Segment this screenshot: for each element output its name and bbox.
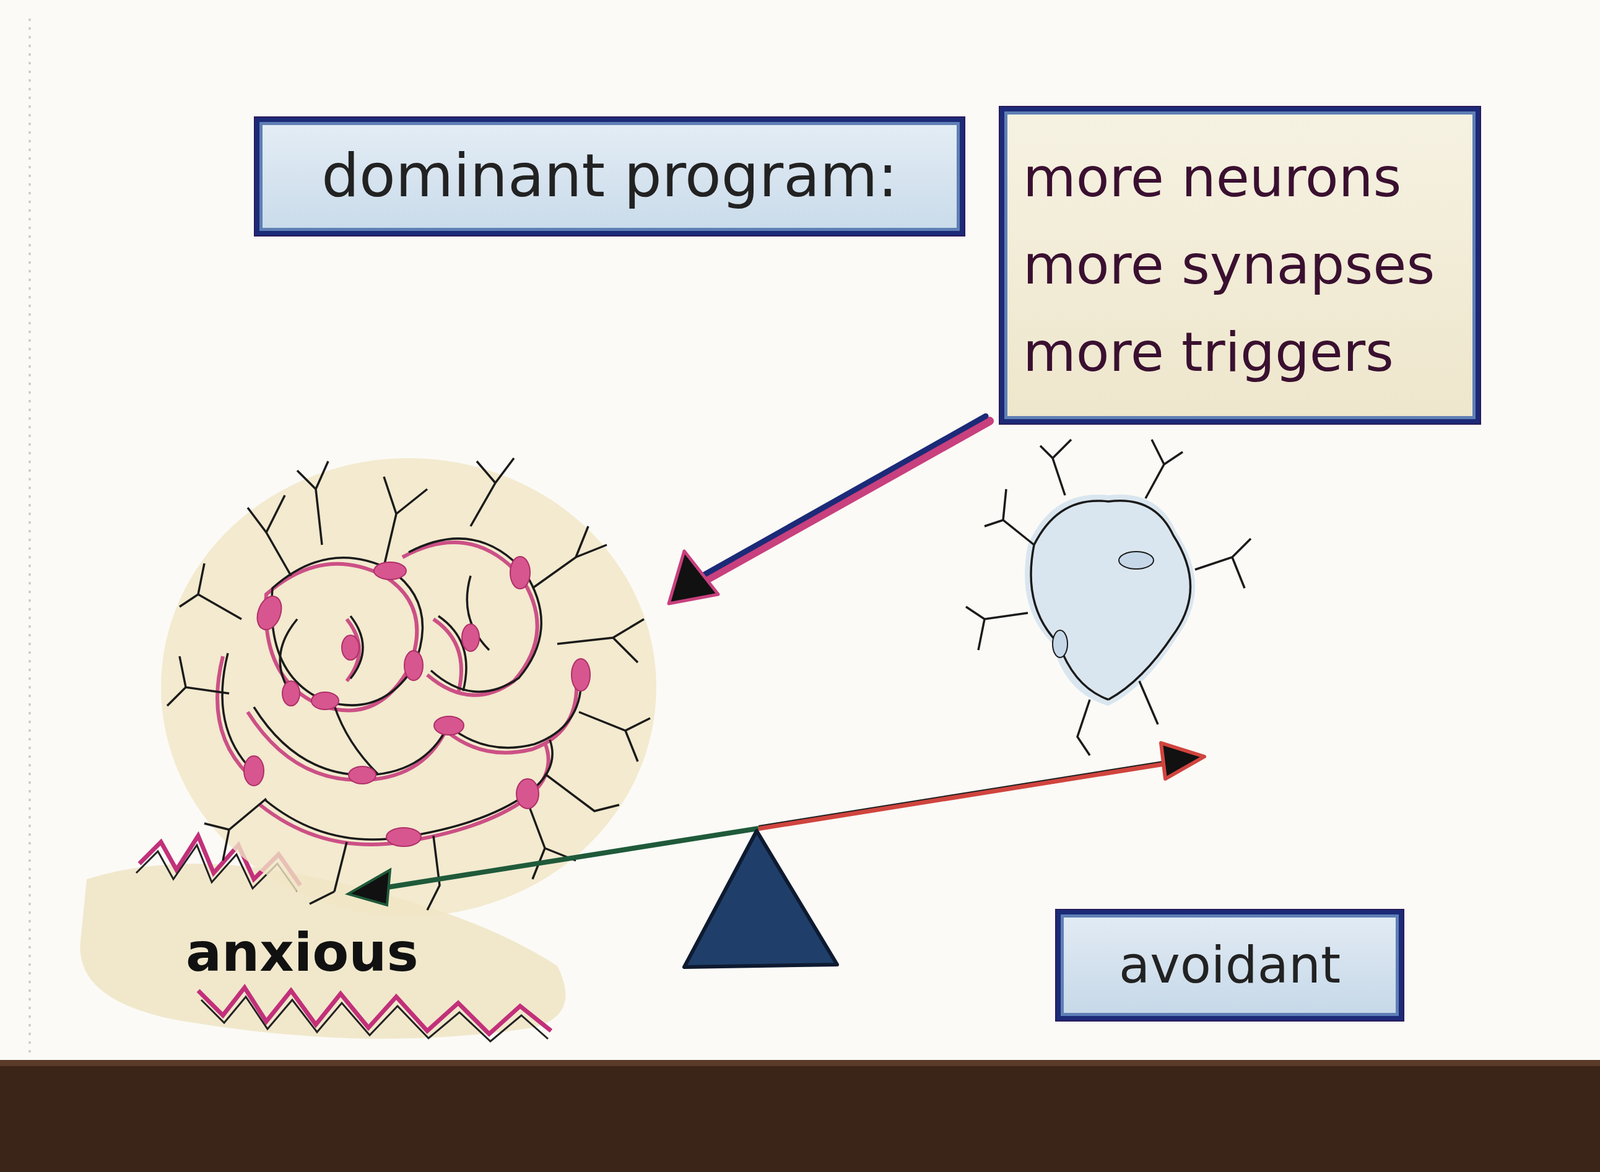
state-box: avoidant <box>1056 910 1404 1021</box>
table-edge <box>0 1060 1600 1172</box>
zigzag <box>198 987 552 1035</box>
state-label: anxious <box>185 921 419 984</box>
box-text: more neurons <box>1022 134 1457 222</box>
zigzag <box>201 996 548 1042</box>
pointer-arrow <box>668 416 990 604</box>
page-edge <box>29 18 31 1053</box>
box-text: more synapses <box>1022 221 1457 309</box>
list-box: more neuronsmore synapsesmore triggers <box>1000 107 1480 424</box>
heading-box: dominant program: <box>255 117 965 236</box>
box-text: dominant program: <box>278 140 942 212</box>
table-highlight <box>0 1060 1600 1067</box>
neuron-small <box>965 439 1251 756</box>
box-text: more triggers <box>1022 308 1457 397</box>
neuron-cluster <box>160 458 657 917</box>
box-text: avoidant <box>1079 934 1381 996</box>
